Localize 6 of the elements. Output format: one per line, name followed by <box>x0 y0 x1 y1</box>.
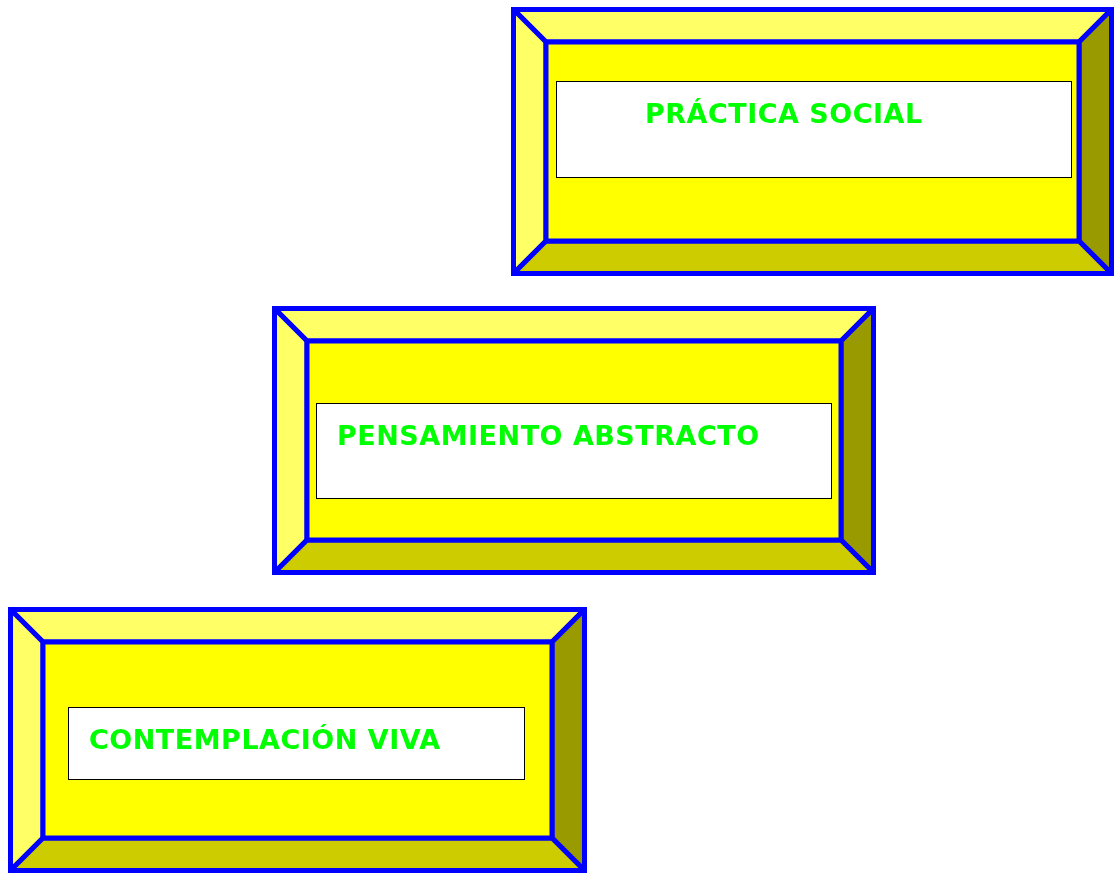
label-panel <box>556 81 1072 178</box>
box-label: PRÁCTICA SOCIAL <box>645 98 923 129</box>
label-panel <box>316 403 832 499</box>
box-label: CONTEMPLACIÓN VIVA <box>89 724 441 755</box>
label-panel <box>68 707 525 780</box>
box-label: PENSAMIENTO ABSTRACTO <box>337 420 760 451</box>
